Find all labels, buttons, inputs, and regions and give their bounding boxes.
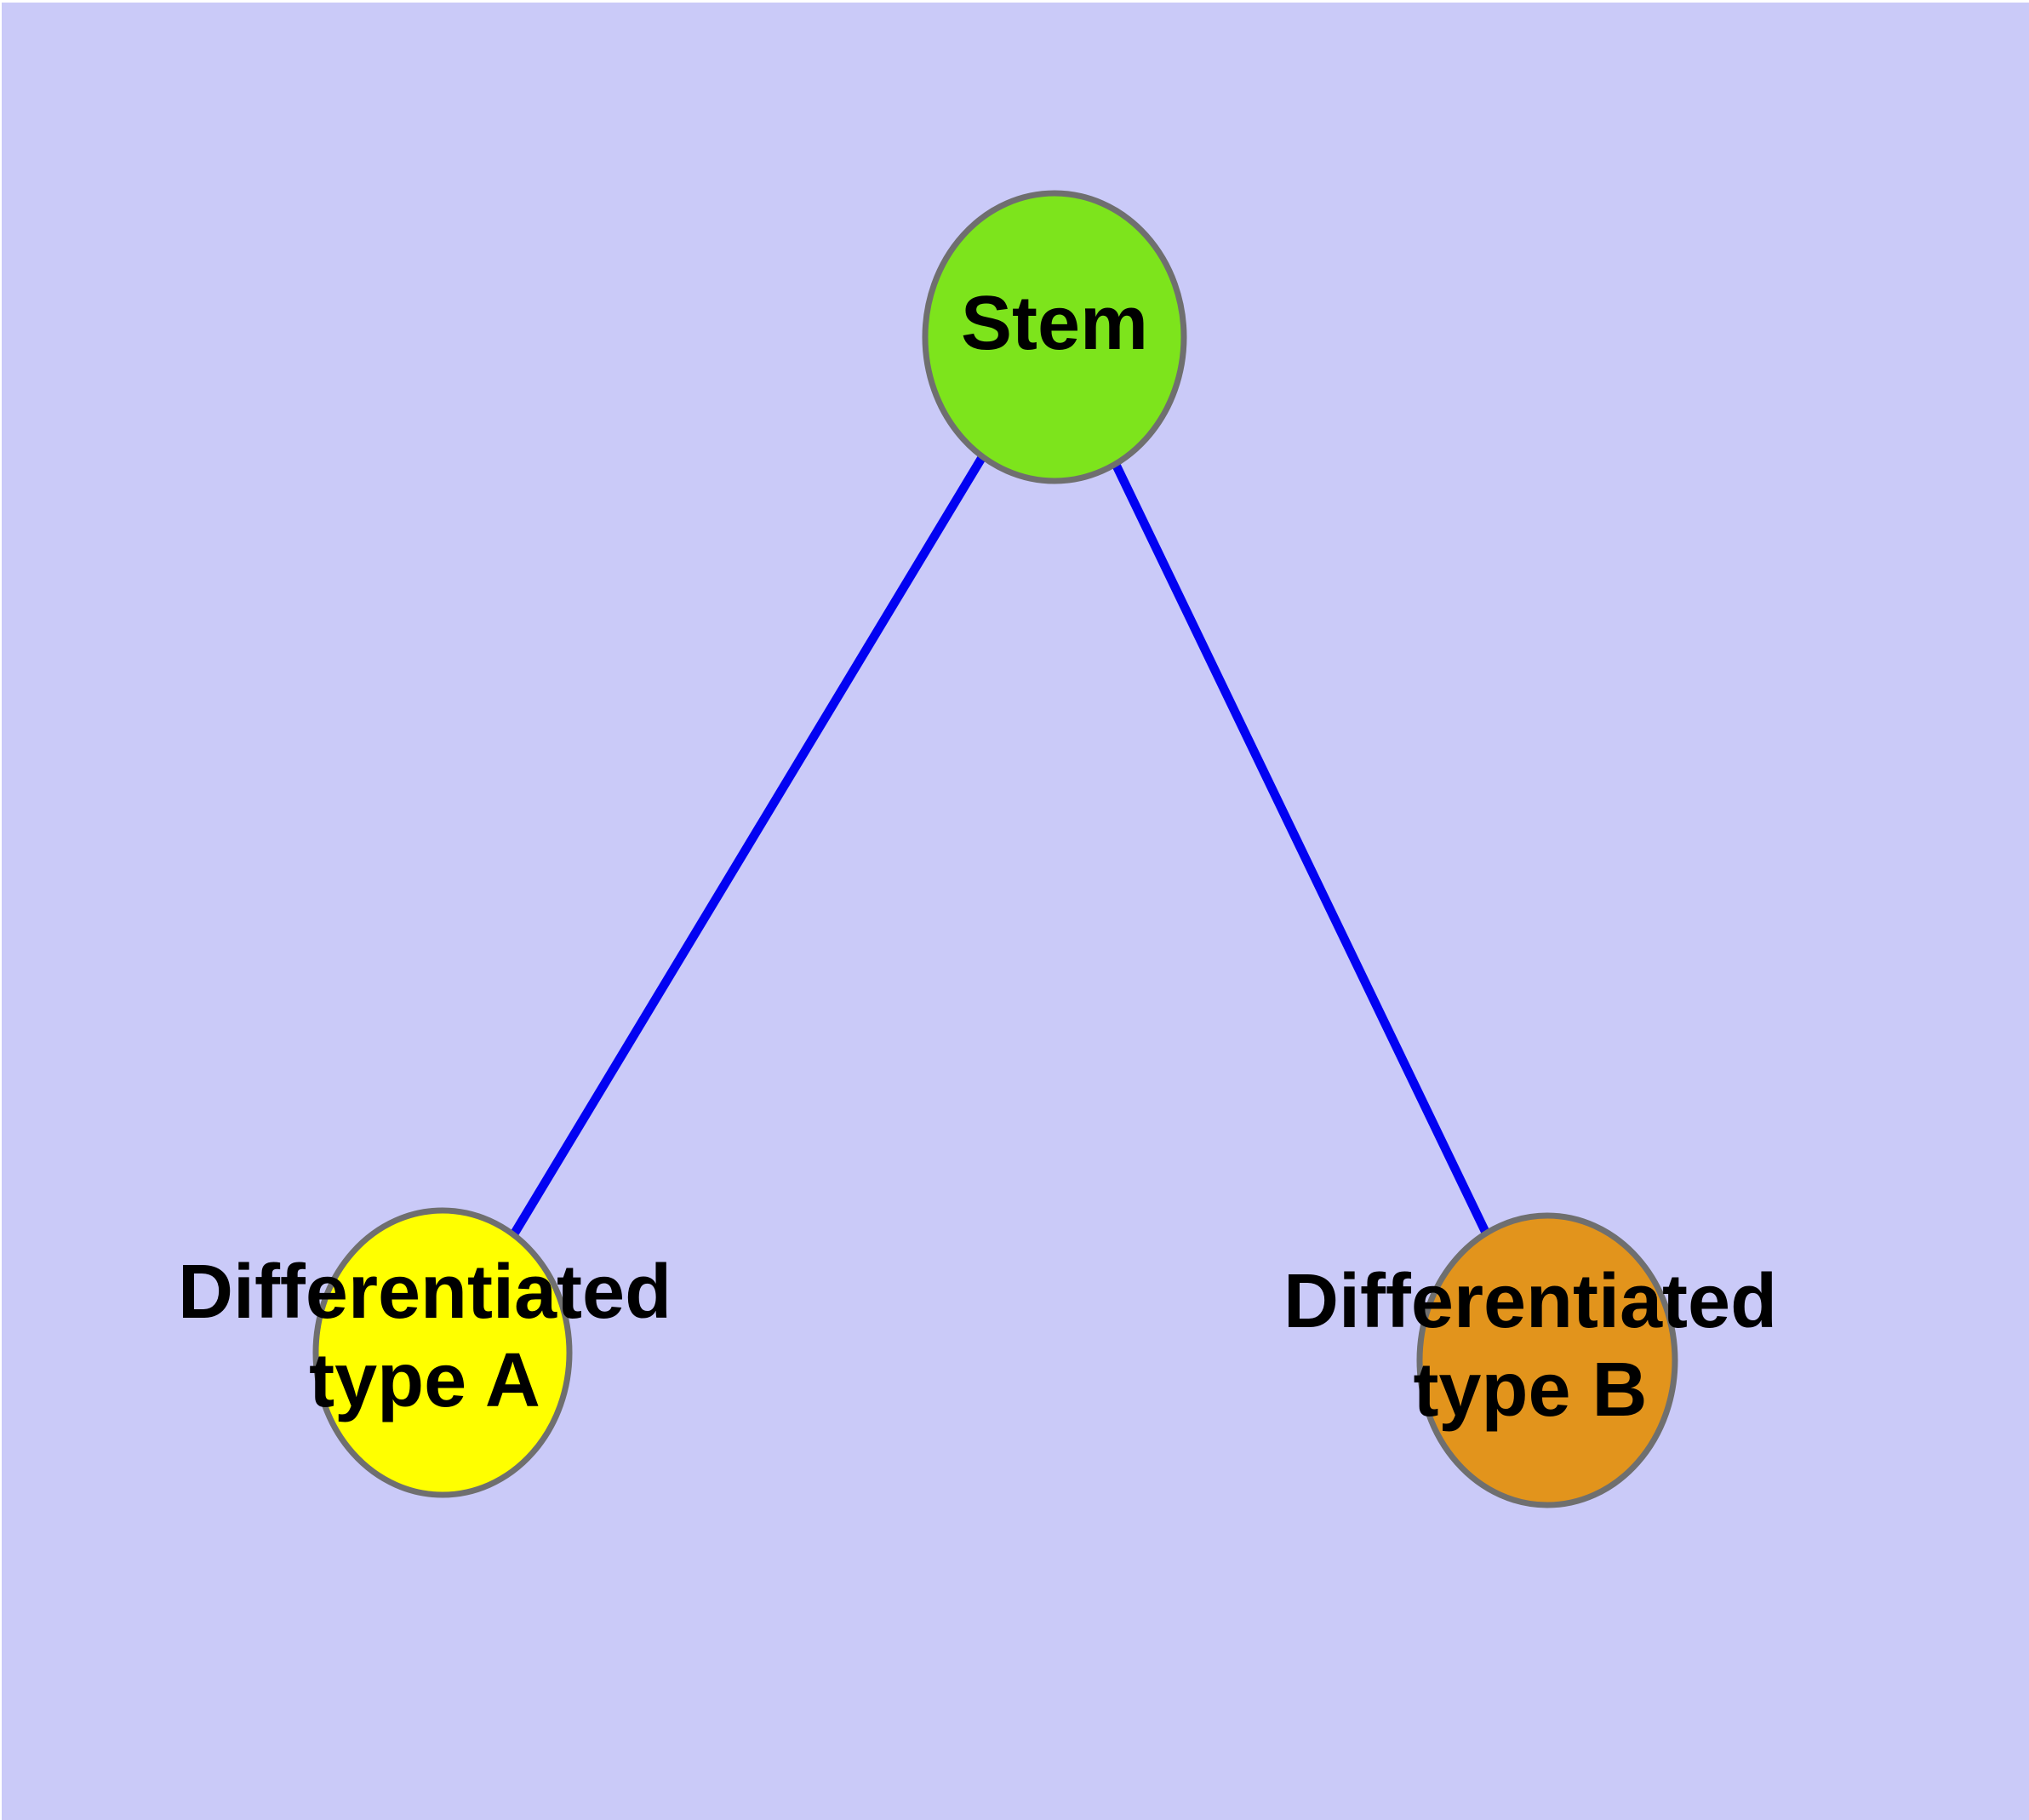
node-differentiated-type-a [312, 1207, 573, 1498]
edge-stem-to-type-b [1050, 335, 1552, 1363]
node-differentiated-type-a-label: Differentiated type A [177, 1250, 672, 1423]
edge-stem-to-type-a [438, 335, 1059, 1355]
node-stem [922, 190, 1187, 484]
node-stem-label: Stem [960, 281, 1149, 366]
graph-svg [312, 190, 1678, 1508]
node-differentiated-type-b [1416, 1212, 1678, 1508]
node-differentiated-type-b-label: Differentiated type B [1283, 1259, 1778, 1433]
